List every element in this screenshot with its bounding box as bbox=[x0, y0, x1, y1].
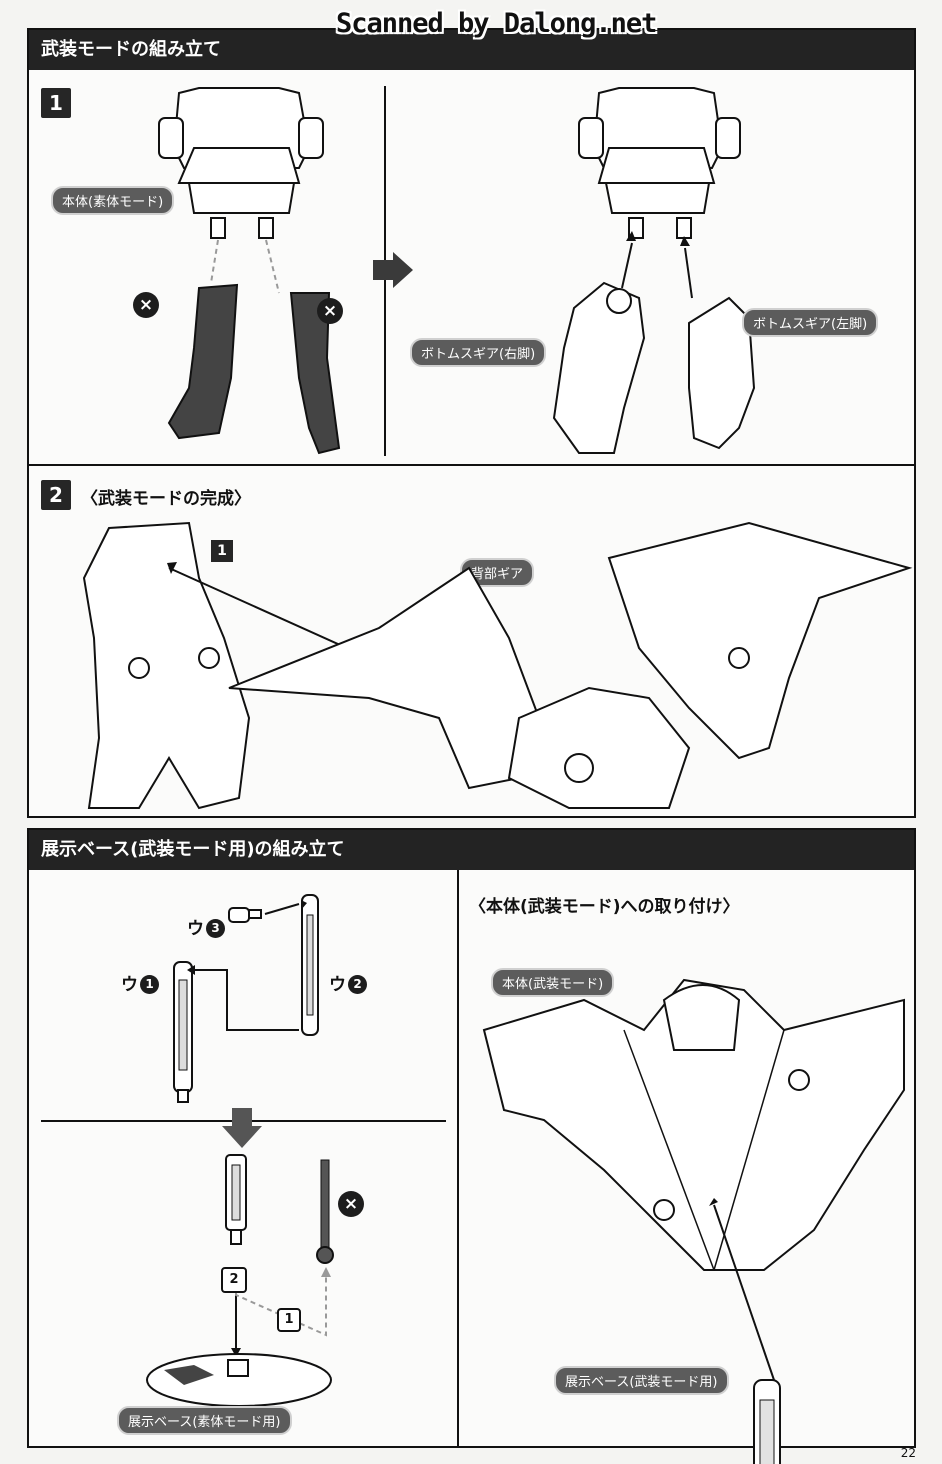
part-u2-num: 2 bbox=[348, 975, 367, 994]
section2-divider bbox=[457, 870, 459, 1448]
page-number: 22 bbox=[900, 1446, 916, 1460]
x-mark-left: × bbox=[133, 292, 159, 318]
stand-parts-illustration bbox=[173, 894, 319, 1103]
armed-mode-assembly-section: 武装モードの組み立て 1 本体(素体モード) × × bbox=[27, 28, 916, 818]
part-u3-kana: ウ bbox=[187, 919, 204, 939]
down-arrow-icon bbox=[222, 1108, 262, 1148]
bottoms-gear-figure-illustration bbox=[552, 87, 756, 454]
base-label: 展示ベース(素体モード用) bbox=[117, 1406, 292, 1435]
armed-body-label: 本体(武装モード) bbox=[491, 968, 615, 997]
right-arrow-icon bbox=[373, 252, 413, 288]
attach-title: 〈本体(武装モード)への取り付け〉 bbox=[469, 897, 740, 917]
step-number-1: 1 bbox=[41, 88, 71, 118]
body-label: 本体(素体モード) bbox=[51, 186, 175, 215]
step-number-2: 2 bbox=[41, 480, 71, 510]
watermark: Scanned by Dalong.net bbox=[336, 8, 657, 39]
left-leg-gear-label: ボトムスギア(左脚) bbox=[742, 308, 879, 337]
section-header-2: 展示ベース(武装モード用)の組み立て bbox=[29, 830, 914, 870]
order-2-badge: 2 bbox=[221, 1267, 247, 1293]
part-u3-num: 3 bbox=[206, 919, 225, 938]
part-u1-kana: ウ bbox=[121, 975, 138, 995]
section-header: 武装モードの組み立て bbox=[29, 30, 914, 70]
base-assembly-illustration bbox=[146, 1154, 334, 1407]
order-1-badge: 1 bbox=[277, 1308, 301, 1332]
part-u1-num: 1 bbox=[140, 975, 159, 994]
x-mark-right: × bbox=[317, 298, 343, 324]
part-u2-kana: ウ bbox=[329, 975, 346, 995]
right-leg-gear-label: ボトムスギア(右脚) bbox=[410, 338, 547, 367]
x-mark-rod: × bbox=[338, 1191, 364, 1217]
ref-step-badge: 1 bbox=[211, 540, 233, 562]
attach-illustration bbox=[482, 978, 905, 1464]
armed-mode-illustration bbox=[82, 521, 913, 810]
body-figure-illustration bbox=[158, 87, 341, 455]
step2-title: 〈武装モードの完成〉 bbox=[81, 489, 251, 509]
armed-stand-label: 展示ベース(武装モード用) bbox=[554, 1366, 729, 1395]
step-divider bbox=[29, 464, 914, 466]
